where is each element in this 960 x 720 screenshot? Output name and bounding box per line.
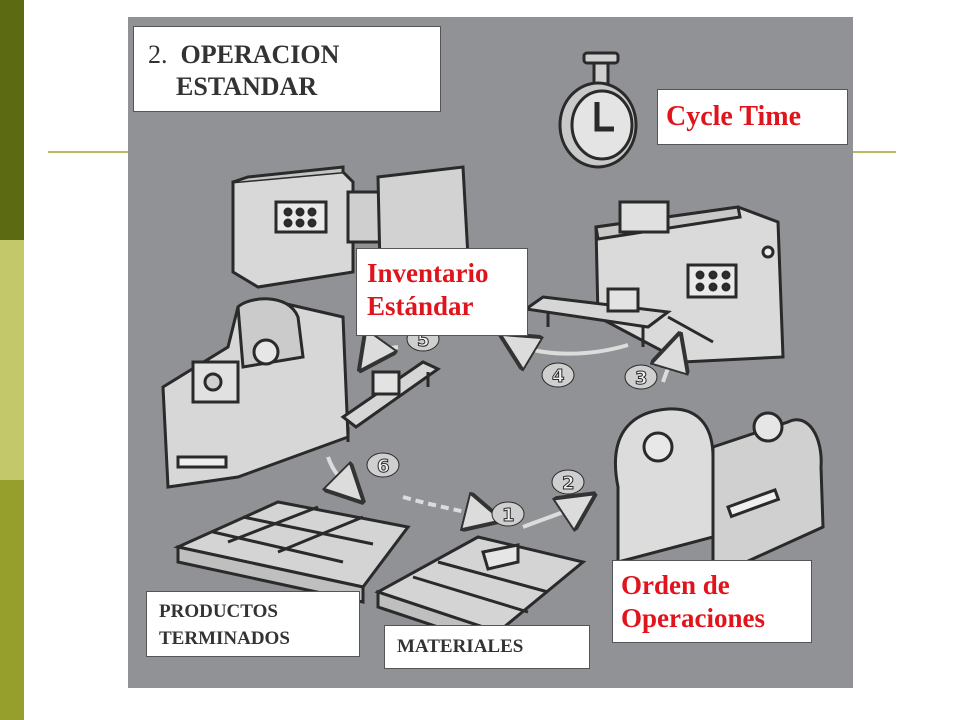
productos-terminados-label: PRODUCTOS TERMINADOS xyxy=(146,591,360,657)
step-number-2-text: 2 xyxy=(562,473,575,494)
section-title-word1: OPERACION xyxy=(180,40,340,69)
step-number-1: 1 xyxy=(491,501,525,527)
section-title-line2: ESTANDAR xyxy=(148,71,440,103)
orden-operaciones-label: Orden de Operaciones xyxy=(612,560,812,643)
productos-line1: PRODUCTOS xyxy=(159,601,278,622)
cycle-time-label: Cycle Time xyxy=(657,89,848,145)
conveyor-table-icon xyxy=(340,360,441,442)
step-number-2: 2 xyxy=(551,469,585,495)
productos-line2: TERMINADOS xyxy=(159,628,290,649)
step-number-3-text: 3 xyxy=(635,368,648,389)
step-number-6-text: 6 xyxy=(377,456,390,477)
sidebar-dark-segment xyxy=(0,0,24,240)
step-number-1-text: 1 xyxy=(502,505,515,526)
sidebar-mid-segment xyxy=(0,480,24,720)
materiales-label: MATERIALES xyxy=(384,625,590,669)
sidebar-light-segment xyxy=(0,240,24,480)
machine-icon xyxy=(231,165,470,289)
step-number-6: 6 xyxy=(366,452,400,478)
section-title-line1: 2. OPERACION xyxy=(148,39,440,71)
inventario-estandar-label: Inventario Estándar xyxy=(356,248,528,336)
machine-icon xyxy=(613,407,825,580)
step-number-3: 3 xyxy=(624,364,658,390)
stopwatch-icon xyxy=(558,51,638,169)
materiales-text: MATERIALES xyxy=(397,636,524,657)
inventario-line1: Inventario xyxy=(367,258,489,288)
conveyor-table-icon xyxy=(522,287,714,347)
orden-line1: Orden de xyxy=(621,570,730,600)
section-number: 2. xyxy=(148,40,168,69)
header-rule-right xyxy=(850,151,896,153)
step-number-4: 4 xyxy=(541,362,575,388)
machine-icon xyxy=(161,297,350,489)
header-rule-left xyxy=(48,151,138,153)
cycle-time-text: Cycle Time xyxy=(666,101,802,132)
tray-icon xyxy=(173,500,411,604)
section-title-box: 2. OPERACION ESTANDAR xyxy=(133,26,441,112)
orden-line2: Operaciones xyxy=(621,603,765,633)
step-number-4-text: 4 xyxy=(552,366,565,387)
inventario-line2: Estándar xyxy=(367,291,474,321)
arrow-icon xyxy=(328,342,676,527)
section-title-word2: ESTANDAR xyxy=(176,72,318,101)
